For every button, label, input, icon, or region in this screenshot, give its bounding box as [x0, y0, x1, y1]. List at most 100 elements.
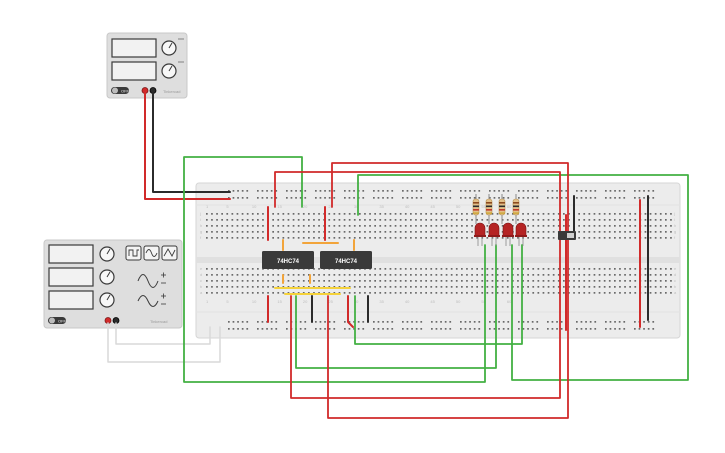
terminal-hole[interactable]: [308, 292, 310, 294]
terminal-hole[interactable]: [496, 237, 499, 239]
rail-hole[interactable]: [333, 321, 336, 323]
terminal-hole[interactable]: [603, 237, 606, 239]
terminal-hole[interactable]: [466, 280, 468, 282]
terminal-hole[interactable]: [491, 280, 494, 282]
rail-hole[interactable]: [232, 190, 235, 192]
terminal-hole[interactable]: [394, 280, 397, 282]
terminal-hole[interactable]: [624, 237, 626, 239]
terminal-hole[interactable]: [206, 213, 208, 215]
rail-hole[interactable]: [237, 190, 239, 192]
terminal-hole[interactable]: [542, 213, 545, 215]
terminal-hole[interactable]: [461, 286, 463, 288]
terminal-hole[interactable]: [588, 280, 591, 282]
terminal-hole[interactable]: [410, 225, 412, 227]
rail-hole[interactable]: [324, 197, 326, 199]
terminal-hole[interactable]: [491, 292, 494, 294]
terminal-hole[interactable]: [461, 231, 463, 233]
terminal-hole[interactable]: [420, 213, 422, 215]
led[interactable]: [474, 222, 486, 246]
rail-hole[interactable]: [507, 321, 510, 323]
terminal-hole[interactable]: [547, 274, 550, 276]
terminal-hole[interactable]: [450, 274, 453, 276]
terminal-hole[interactable]: [292, 231, 295, 233]
rail-hole[interactable]: [275, 190, 278, 192]
terminal-hole[interactable]: [384, 292, 387, 294]
terminal-hole[interactable]: [547, 213, 550, 215]
terminal-hole[interactable]: [481, 280, 484, 282]
rail-hole[interactable]: [440, 197, 442, 199]
terminal-hole[interactable]: [415, 280, 417, 282]
terminal-hole[interactable]: [251, 280, 254, 282]
rail-hole[interactable]: [507, 197, 510, 199]
terminal-hole[interactable]: [277, 219, 280, 221]
terminal-hole[interactable]: [654, 219, 657, 221]
terminal-hole[interactable]: [440, 237, 443, 239]
terminal-hole[interactable]: [634, 225, 637, 227]
terminal-hole[interactable]: [379, 274, 382, 276]
terminal-hole[interactable]: [287, 280, 290, 282]
terminal-hole[interactable]: [471, 225, 473, 227]
terminal-hole[interactable]: [461, 219, 463, 221]
terminal-hole[interactable]: [211, 219, 213, 221]
rail-hole[interactable]: [444, 321, 447, 323]
terminal-hole[interactable]: [557, 219, 560, 221]
terminal-hole[interactable]: [231, 286, 234, 288]
terminal-hole[interactable]: [537, 231, 540, 233]
terminal-hole[interactable]: [221, 286, 223, 288]
rail-hole[interactable]: [460, 321, 462, 323]
terminal-hole[interactable]: [466, 213, 468, 215]
terminal-hole[interactable]: [211, 231, 213, 233]
terminal-hole[interactable]: [644, 225, 647, 227]
terminal-hole[interactable]: [435, 286, 438, 288]
terminal-hole[interactable]: [496, 280, 499, 282]
terminal-hole[interactable]: [302, 274, 305, 276]
rail-hole[interactable]: [261, 197, 264, 199]
terminal-hole[interactable]: [399, 237, 402, 239]
rail-hole[interactable]: [585, 328, 587, 330]
terminal-hole[interactable]: [297, 274, 300, 276]
rail-hole[interactable]: [493, 328, 496, 330]
terminal-hole[interactable]: [501, 274, 504, 276]
terminal-hole[interactable]: [486, 274, 489, 276]
rail-hole[interactable]: [382, 328, 384, 330]
terminal-hole[interactable]: [471, 231, 473, 233]
terminal-hole[interactable]: [466, 274, 468, 276]
terminal-hole[interactable]: [644, 268, 647, 270]
terminal-hole[interactable]: [593, 219, 596, 221]
rail-hole[interactable]: [402, 328, 404, 330]
terminal-hole[interactable]: [425, 268, 427, 270]
terminal-hole[interactable]: [583, 280, 586, 282]
terminal-hole[interactable]: [547, 292, 550, 294]
terminal-hole[interactable]: [670, 213, 672, 215]
terminal-hole[interactable]: [246, 225, 249, 227]
terminal-hole[interactable]: [527, 213, 529, 215]
terminal-hole[interactable]: [557, 280, 560, 282]
terminal-hole[interactable]: [583, 237, 586, 239]
terminal-hole[interactable]: [445, 213, 448, 215]
rail-hole[interactable]: [531, 321, 534, 323]
terminal-hole[interactable]: [557, 268, 560, 270]
terminal-hole[interactable]: [374, 225, 376, 227]
terminal-hole[interactable]: [644, 274, 647, 276]
terminal-hole[interactable]: [659, 292, 662, 294]
terminal-hole[interactable]: [226, 237, 229, 239]
rail-hole[interactable]: [353, 328, 355, 330]
rail-hole[interactable]: [228, 328, 230, 330]
terminal-hole[interactable]: [399, 274, 402, 276]
terminal-hole[interactable]: [629, 213, 631, 215]
terminal-hole[interactable]: [384, 286, 387, 288]
terminal-hole[interactable]: [430, 268, 433, 270]
rail-hole[interactable]: [286, 321, 288, 323]
rail-hole[interactable]: [266, 328, 268, 330]
terminal-hole[interactable]: [501, 219, 504, 221]
terminal-hole[interactable]: [399, 231, 402, 233]
rail-hole[interactable]: [435, 328, 438, 330]
terminal-hole[interactable]: [629, 292, 631, 294]
terminal-hole[interactable]: [272, 280, 274, 282]
rail-hole[interactable]: [444, 190, 447, 192]
rail-hole[interactable]: [257, 328, 259, 330]
terminal-hole[interactable]: [527, 219, 529, 221]
terminal-hole[interactable]: [277, 280, 280, 282]
terminal-hole[interactable]: [211, 268, 213, 270]
terminal-hole[interactable]: [211, 280, 213, 282]
